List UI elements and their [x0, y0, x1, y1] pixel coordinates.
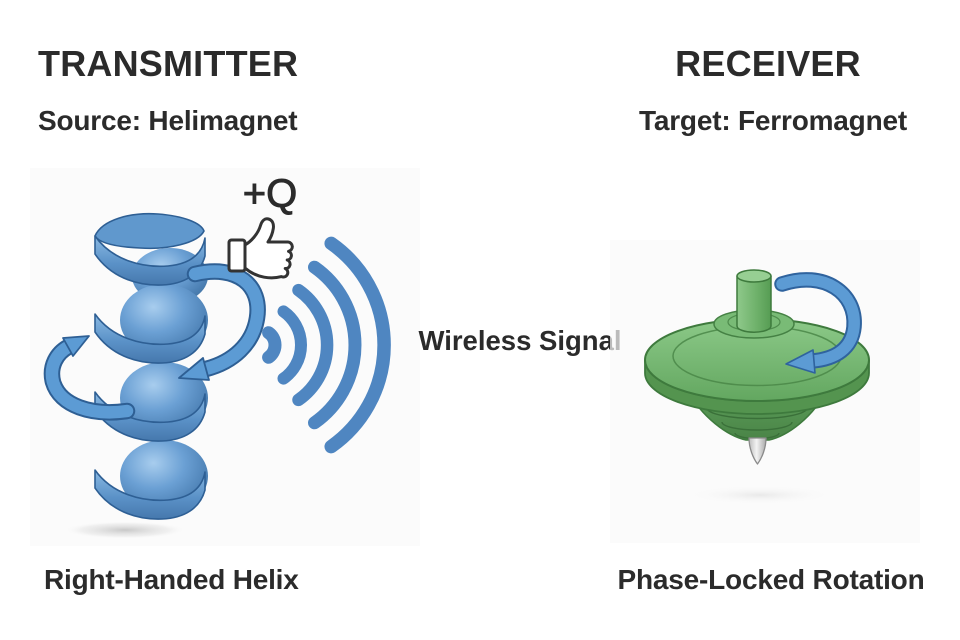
charge-label: +Q [243, 172, 297, 216]
top-shadow [682, 485, 838, 505]
metal-tip [748, 437, 767, 465]
helimagnet-helix-graphic: +Q [30, 168, 420, 546]
wireless-waves-icon [262, 236, 391, 454]
thumbs-up-icon [227, 217, 294, 280]
signal-label: Wireless Signal [418, 325, 622, 356]
signal-arc [277, 305, 307, 385]
signal-arc [308, 260, 362, 430]
receiver-caption: Phase-Locked Rotation [617, 564, 925, 595]
receiver-title: RECEIVER [675, 43, 861, 84]
helix-flange-bands [94, 235, 206, 520]
transmitter-caption: Right-Handed Helix [44, 564, 299, 595]
ferromagnet-top-graphic [610, 240, 920, 543]
signal-arc [262, 326, 282, 364]
stem-body [736, 275, 772, 333]
stem-top [736, 269, 772, 283]
signal-arc [324, 236, 391, 454]
signal-arc [292, 283, 334, 407]
helix-top-cap [94, 212, 205, 250]
transmitter-subtitle: Source: Helimagnet [38, 105, 298, 136]
helix-shadow [63, 521, 187, 539]
cw-rotation-arrow-icon [774, 272, 862, 374]
transmitter-title: TRANSMITTER [38, 43, 299, 84]
ccw-rotation-arrow-icon [43, 335, 136, 421]
cw-rotation-arrow-icon [178, 263, 266, 381]
receiver-subtitle: Target: Ferromagnet [639, 105, 907, 136]
